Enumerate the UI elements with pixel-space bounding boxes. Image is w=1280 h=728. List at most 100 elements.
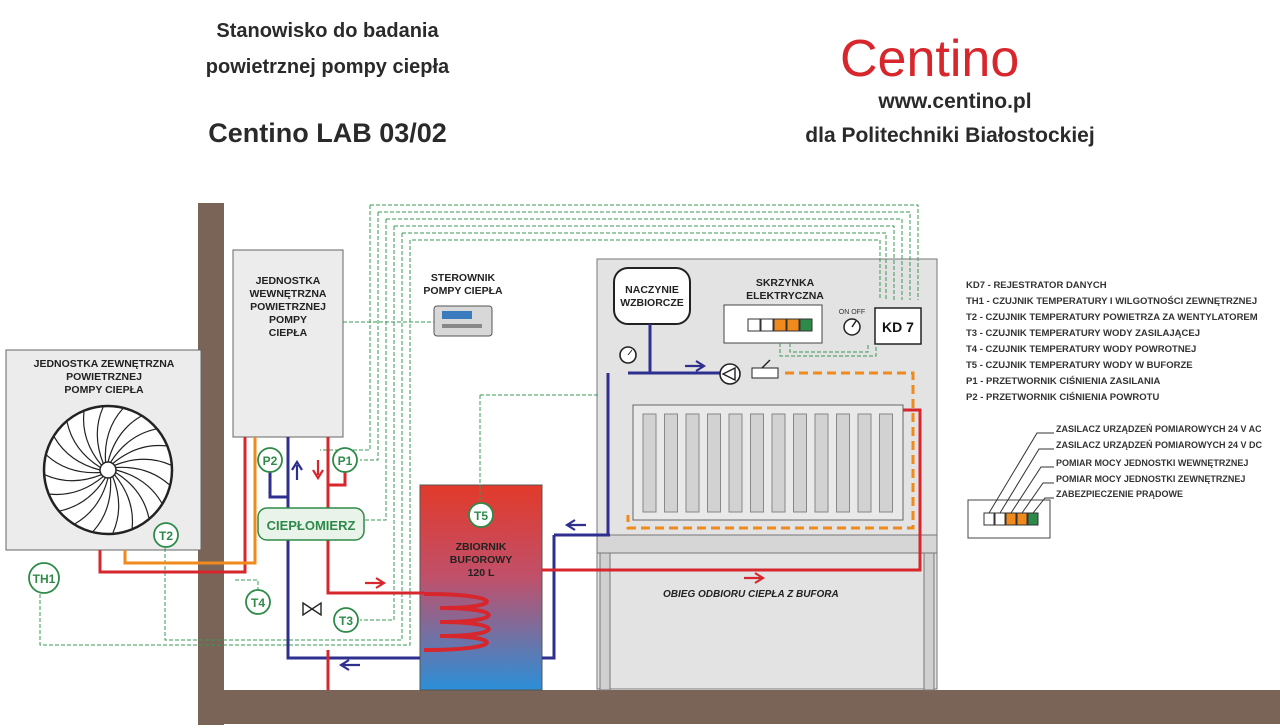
- electric-box: ON OFF: [723, 304, 865, 344]
- tank-label-1: ZBIORNIK: [455, 541, 507, 553]
- circulation-pump: [719, 359, 779, 385]
- title-line-1: Stanowisko do badania: [216, 20, 439, 42]
- radiator-fin: [814, 413, 829, 513]
- fan-blade: [115, 466, 170, 486]
- legend-item: P1 - PRZETWORNIK CIŚNIENIA ZASILANIA: [966, 376, 1161, 387]
- expansion-vessel-label: NACZYNIE WZBIORCZE: [614, 284, 690, 310]
- legend-item: P2 - PRZETWORNIK CIŚNIENIA POWROTU: [966, 392, 1160, 403]
- module-legend: [967, 432, 1054, 539]
- radiator-fin: [642, 413, 657, 513]
- radiator: [632, 404, 904, 521]
- fan-blade: [49, 476, 104, 496]
- expansion-vessel: [613, 267, 691, 325]
- t5-sensor: T5: [468, 502, 494, 528]
- legend-leader: [1010, 466, 1054, 514]
- t2-sensor: T2: [153, 522, 179, 548]
- fan-blade: [114, 458, 172, 466]
- dedication-text: dla Politechniki Białostockiej: [805, 124, 1095, 147]
- module-legend-item: POMIAR MOCY JEDNOSTKI WEWNĘTRZNEJ: [1056, 458, 1249, 468]
- radiator-fin: [664, 413, 678, 513]
- indoor-label-2: WEWNĘTRZNA: [249, 288, 327, 300]
- fan-blade: [82, 411, 102, 466]
- controller-label-2: POMPY CIEPŁA: [423, 285, 503, 297]
- indoor-label-1: JEDNOSTKA: [255, 275, 321, 287]
- fan-blade: [44, 474, 102, 482]
- flow-arrows: [291, 360, 766, 671]
- orange-lines: [123, 371, 915, 565]
- module-legend-item: ZABEZPIECZENIE PRĄDOWE: [1056, 489, 1184, 499]
- fan-blade: [74, 477, 109, 525]
- heat-meter-label: CIEPŁOMIERZ: [267, 518, 356, 533]
- fan-blade: [115, 469, 163, 504]
- t2-sensor-label: T2: [159, 529, 173, 543]
- radiator-fin: [793, 413, 807, 513]
- legend-item: KD7 - REJESTRATOR DANYCH: [966, 280, 1107, 291]
- radiator-fin: [707, 413, 721, 513]
- logo-text: Centino: [840, 30, 1019, 88]
- fan-blade: [107, 415, 142, 463]
- th1-sensor-label: TH1: [33, 572, 56, 586]
- p2-sensor-label: P2: [263, 454, 278, 468]
- fan-blade: [66, 421, 101, 469]
- centino-logo: Centino: [840, 30, 1019, 88]
- pressure-gauge: [619, 346, 637, 364]
- module-legend-item: ZASILACZ URZĄDZEŃ POMIAROWYCH 24 V AC: [1056, 424, 1262, 434]
- t5-sensor-label: T5: [474, 509, 488, 523]
- fan-blade: [115, 471, 150, 519]
- legend-leader: [999, 448, 1054, 514]
- model-title: Centino LAB 03/02: [208, 118, 447, 148]
- supply-pipes: [98, 408, 922, 690]
- legend-item: T4 - CZUJNIK TEMPERATURY WODY POWROTNEJ: [966, 344, 1197, 355]
- p1-sensor: P1: [332, 447, 358, 473]
- radiator-fin: [728, 413, 743, 513]
- ebox-module: [747, 318, 761, 332]
- th1-sensor: TH1: [28, 562, 60, 594]
- outdoor-unit: [5, 349, 202, 551]
- tank-label-3: 120 L: [467, 567, 495, 579]
- outdoor-label-1: JEDNOSTKA ZEWNĘTRZNA: [33, 358, 175, 370]
- outdoor-label-2: POWIETRZNEJ: [66, 371, 142, 383]
- p1-sensor-label: P1: [338, 454, 353, 468]
- heat-pump-controller: [433, 305, 493, 337]
- radiator-fin: [771, 413, 786, 513]
- legend-item: T5 - CZUJNIK TEMPERATURY WODY W BUFORZE: [966, 360, 1193, 371]
- ebox-module: [773, 318, 787, 332]
- legend-item: T3 - CZUJNIK TEMPERATURY WODY ZASILAJĄCE…: [966, 328, 1201, 339]
- ebox-module: [760, 318, 774, 332]
- t3-sensor-label: T3: [339, 614, 353, 628]
- legend-item: T2 - CZUJNIK TEMPERATURY POWIETRZA ZA WE…: [966, 312, 1258, 323]
- indoor-label-5: CIEPŁA: [268, 327, 308, 339]
- indoor-unit: [232, 249, 344, 438]
- legend-leader: [1021, 482, 1054, 514]
- controller-label: STEROWNIK POMPY CIEPŁA: [410, 272, 516, 298]
- t4-sensor-label: T4: [251, 596, 265, 610]
- module-legend-item: ZASILACZ URZĄDZEŃ POMIAROWYCH 24 V DC: [1056, 440, 1263, 450]
- radiator-fin: [836, 413, 850, 513]
- fan-blade: [112, 476, 120, 534]
- controller-label-1: STEROWNIK: [430, 272, 496, 284]
- heat-meter: CIEPŁOMIERZ: [257, 507, 365, 541]
- fan-blade: [46, 454, 101, 474]
- radiator-fin: [750, 413, 764, 513]
- ebox-module: [786, 318, 800, 332]
- outdoor-label-3: POMPY CIEPŁA: [64, 384, 144, 396]
- legend-module: [994, 512, 1006, 526]
- legend-module: [1027, 512, 1039, 526]
- ebox-label-2: ELEKTRYCZNA: [746, 290, 824, 302]
- t4-sensor: T4: [245, 589, 271, 615]
- website-text: www.centino.pl: [878, 90, 1032, 113]
- circuit-label: OBIEG ODBIORU CIEPŁA Z BUFORA: [663, 589, 839, 600]
- title-line-2: powietrznej pompy ciepła: [205, 56, 450, 78]
- p2-sensor: P2: [257, 447, 283, 473]
- t3-sensor: T3: [333, 607, 359, 633]
- module-legend-item: POMIAR MOCY JEDNOSTKI ZEWNĘTRZNEJ: [1056, 474, 1246, 484]
- signal-wiring: [39, 204, 919, 646]
- kd7-label: KD 7: [882, 319, 914, 335]
- fan-blade: [53, 436, 101, 471]
- radiator-fin: [879, 413, 893, 513]
- valve: [302, 601, 322, 617]
- radiator-fin: [857, 413, 872, 513]
- ebox-label-1: SKRZYNKA: [755, 277, 815, 289]
- indoor-unit-label: JEDNOSTKA WEWNĘTRZNA POWIETRZNEJ POMPY C…: [236, 275, 340, 340]
- fan-blade: [96, 406, 104, 464]
